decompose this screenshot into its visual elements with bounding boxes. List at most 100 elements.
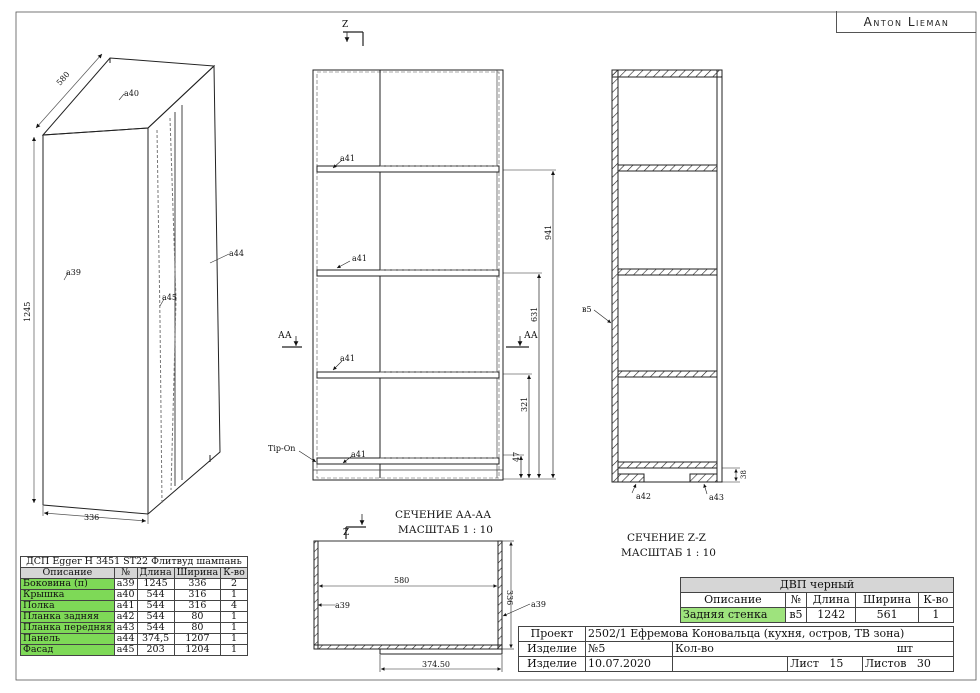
section-zz-title: СЕЧЕНИЕ Z-Z [627, 532, 706, 544]
row-cell: a45 [113, 644, 138, 656]
qty-label: Кол-во [672, 641, 788, 657]
row-cell: 1242 [806, 607, 857, 623]
label-a43: a43 [709, 493, 724, 502]
table-row: Полка a41 544 316 4 [20, 600, 248, 612]
row-cell: 4 [220, 600, 248, 612]
plan-label-right: a39 [531, 600, 546, 609]
dvp-header-width: Ширина [855, 592, 919, 608]
plan-z-marker: Z [343, 528, 349, 538]
header-number: № [113, 567, 138, 579]
brand-name: Anton Lieman [836, 11, 976, 33]
sheet-label: Лист [790, 657, 819, 670]
header-quantity: К-во [220, 567, 248, 579]
project-label: Проект [518, 626, 586, 642]
row-cell: 316 [173, 589, 222, 601]
plan-view-drawing [313, 514, 531, 672]
section-aa-title: СЕЧЕНИЕ АА-АА [395, 509, 491, 521]
table-row: Планка передняя a43 544 80 1 [20, 622, 248, 634]
row-cell: a42 [113, 611, 138, 623]
shelf-label-4: a41 [351, 450, 366, 459]
iso-dim-depth: 580 [55, 70, 72, 87]
dim-631: 631 [530, 307, 539, 322]
plan-dim-336: 336 [505, 590, 514, 605]
plan-dim-580: 580 [394, 576, 409, 585]
iso-dim-height: 1245 [23, 302, 32, 322]
title-block: Проект 2502/1 Ефремова Коновальца (кухня… [518, 626, 955, 672]
table-row: Боковина (п) a39 1245 336 2 [20, 578, 248, 590]
sheet-frame [15, 11, 977, 681]
dim-38: 38 [740, 470, 748, 479]
row-cell: Фасад [20, 644, 115, 656]
dim-321: 321 [520, 397, 529, 412]
row-cell: 1 [220, 589, 248, 601]
sheets-value: 30 [916, 657, 931, 670]
header-description: Описание [20, 567, 115, 579]
row-cell: 316 [173, 600, 222, 612]
row-cell: a44 [113, 633, 138, 645]
row-cell: 1 [917, 607, 955, 623]
item-number: №5 [584, 641, 674, 657]
section-zz-scale: МАСШТАБ 1 : 10 [621, 547, 716, 559]
row-cell: 1245 [136, 578, 175, 590]
row-cell: 561 [855, 607, 919, 623]
row-cell: 1207 [173, 633, 222, 645]
qty-unit: шт [787, 641, 954, 657]
plan-dim-374: 374.50 [422, 660, 450, 669]
section-aa-marker-left: АА [278, 331, 292, 341]
plan-label-left: a39 [335, 601, 350, 610]
row-cell: a39 [113, 578, 138, 590]
row-cell: 1 [220, 622, 248, 634]
sheets-label: Листов [864, 657, 907, 670]
material-spec-table: ДСП Egger H 3451 ST22 Флитвуд шампань Оп… [20, 556, 248, 656]
dvp-header-length: Длина [806, 592, 857, 608]
sheet-cell [672, 656, 789, 672]
row-cell: 1 [220, 633, 248, 645]
dvp-spec-table: ДВП черный Описание № Длина Ширина К-во … [680, 577, 955, 623]
dvp-header-description: Описание [680, 592, 786, 608]
sheet-info: Лист 15 [787, 656, 863, 672]
row-cell: a41 [113, 600, 138, 612]
label-a42: a42 [636, 492, 651, 501]
row-cell: 374,5 [136, 633, 175, 645]
iso-dim-width: 336 [84, 513, 99, 522]
dvp-table-title: ДВП черный [680, 577, 954, 593]
project-value: 2502/1 Ефремова Коновальца (кухня, остро… [585, 626, 954, 642]
dvp-header-quantity: К-во [917, 592, 955, 608]
iso-label-a44: a44 [229, 249, 244, 258]
row-cell: 80 [173, 622, 222, 634]
row-cell: 544 [136, 622, 175, 634]
row-cell: 203 [136, 644, 175, 656]
dvp-header-number: № [784, 592, 808, 608]
sheets-info: Листов 30 [861, 656, 955, 672]
date-label: Изделие [518, 656, 586, 672]
row-cell: Планка передняя [20, 622, 115, 634]
shelf-label-3: a41 [340, 354, 355, 363]
iso-label-a39: a39 [66, 268, 81, 277]
row-cell: Панель [20, 633, 115, 645]
header-length: Длина [136, 567, 175, 579]
row-cell: 1204 [173, 644, 222, 656]
tipon-label: Tip-On [268, 444, 295, 453]
table-row: Крышка a40 544 316 1 [20, 589, 248, 601]
iso-label-a45: a45 [162, 293, 177, 302]
table-row: Панель a44 374,5 1207 1 [20, 633, 248, 645]
row-cell: Задняя стенка [680, 607, 786, 623]
row-cell: Планка задняя [20, 611, 115, 623]
table-row: Планка задняя a42 544 80 1 [20, 611, 248, 623]
sheet-value: 15 [829, 657, 844, 670]
shelf-label-2: a41 [352, 254, 367, 263]
row-cell: Полка [20, 600, 115, 612]
dvp-table-header: Описание № Длина Ширина К-во [680, 592, 955, 608]
section-zz-drawing [593, 69, 740, 495]
date-value: 10.07.2020 [584, 656, 674, 672]
table-row: Фасад a45 203 1204 1 [20, 644, 248, 656]
section-aa-marker-right: АА [524, 331, 538, 341]
isometric-cabinet [31, 53, 230, 524]
row-cell: a43 [113, 622, 138, 634]
row-cell: 1 [220, 644, 248, 656]
row-cell: Крышка [20, 589, 115, 601]
row-cell: 1 [220, 611, 248, 623]
row-cell: 2 [220, 578, 248, 590]
row-cell: в5 [784, 607, 808, 623]
